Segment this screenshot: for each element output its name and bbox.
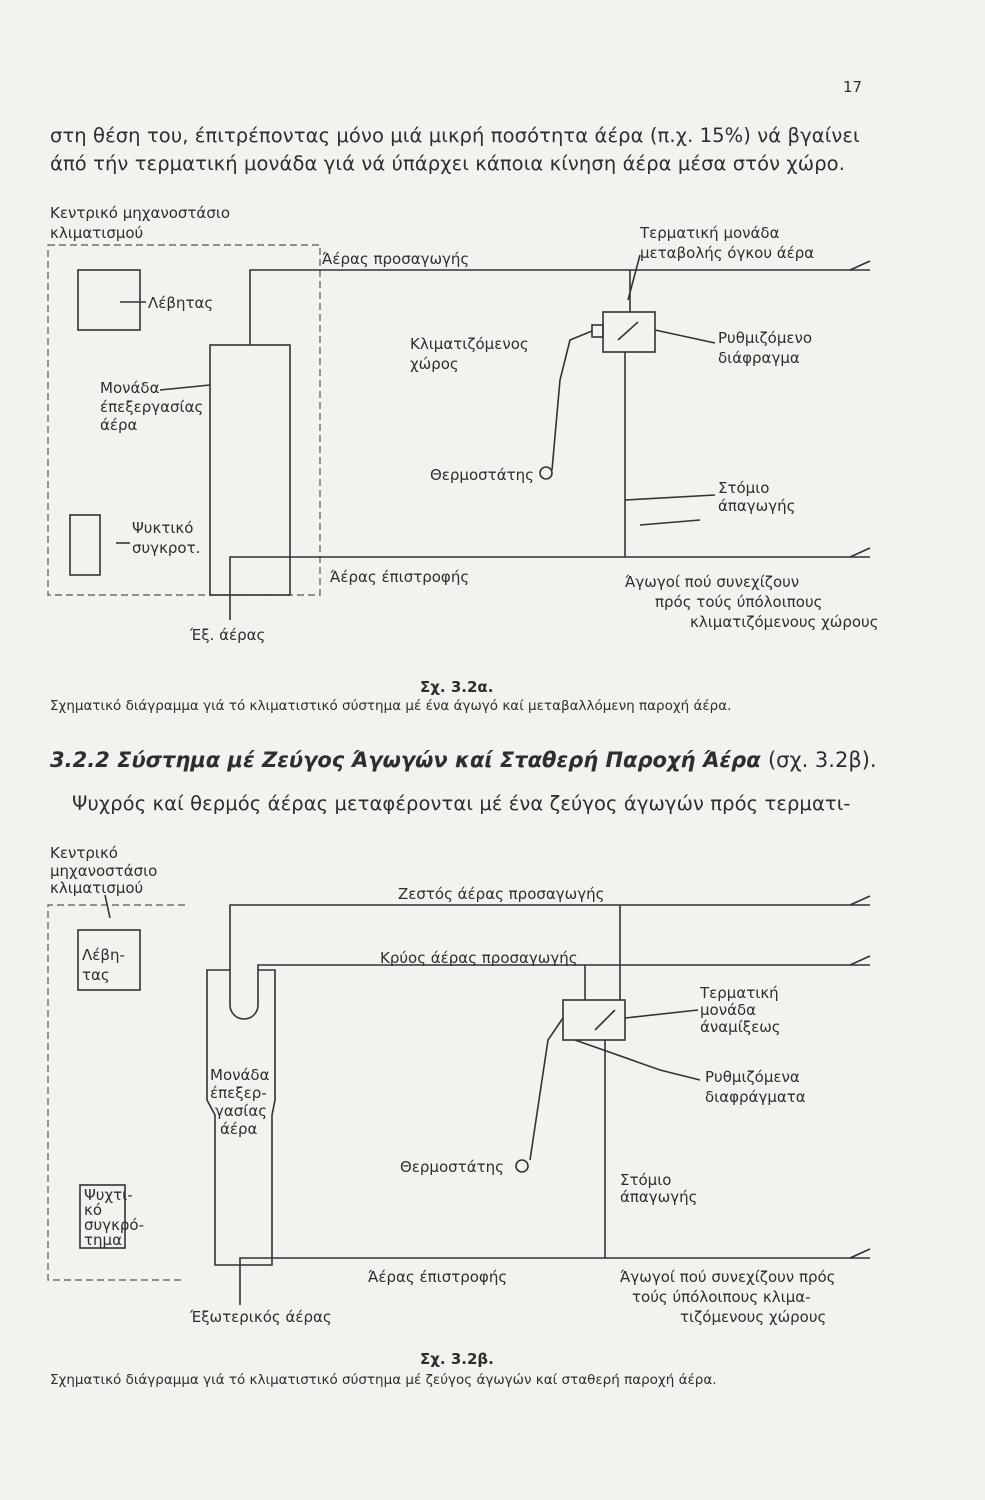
label-boiler: Λέβητας [148,294,213,312]
supply-duct [249,269,870,345]
return-duct [239,1257,870,1305]
label-dampers: διαφράγματα [705,1088,806,1106]
label-ducts: τούς ύπόλοιπους κλιμα- [632,1288,811,1306]
figure-caption: Σχηματικό διάγραμμα γιά τό κλιματιστικό … [50,1372,717,1388]
figure-number: Σχ. 3.2α. [420,678,494,696]
chiller-box [79,1184,126,1249]
label-central-plant: μηχανοστάσιο [50,862,157,880]
label-return-air: Άέρας έπιστροφής [368,1268,507,1286]
label-thermostat: Θερμοστάτης [400,1158,504,1176]
label-exhaust: Στόμιο [718,479,769,497]
label-ducts: Άγωγοί πού συνεχίζουν [625,573,799,591]
cold-supply-duct [257,964,870,970]
label-thermostat: Θερμοστάτης [430,466,534,484]
label-outside-air: Έξωτερικός άέρας [189,1308,332,1326]
label-chiller: συγκροτ. [132,539,200,557]
label-chiller: τημα [84,1231,122,1249]
section-heading: 3.2.2 Σύστημα μέ Ζεύγος Άγωγών καί Σταθε… [50,748,877,772]
label-boiler: τας [82,966,110,984]
label-central-plant: Κεντρικό [50,844,118,862]
terminal-unit-box [562,999,626,1041]
label-terminal-unit: μονάδα [700,1001,756,1019]
figure-caption: Σχηματικό διάγραμμα γιά τό κλιματιστικό … [50,698,732,714]
label-ahu: έπεξεργασίας [100,398,203,416]
label-ahu: άέρα [220,1120,258,1138]
label-ducts: πρός τούς ύπόλοιπους [655,593,822,611]
section-title: 3.2.2 Σύστημα μέ Ζεύγος Άγωγών καί Σταθε… [50,748,761,772]
label-ahu: Μονάδα [210,1066,270,1084]
label-damper: Ρυθμιζόμενο [718,329,812,347]
hot-supply-duct [229,904,870,970]
label-boiler: Λέβη- [82,946,125,964]
label-damper: διάφραγμα [718,349,800,367]
label-chiller: κό [84,1201,102,1219]
label-ahu: γασίας [215,1102,267,1120]
label-central-plant: κλιματισμού [50,879,143,897]
label-chiller: Ψυχτι- [84,1186,133,1204]
label-ahu: άέρα [100,416,138,434]
label-hot-supply: Ζεστός άέρας προσαγωγής [398,885,604,903]
terminal-unit-box [602,311,656,353]
label-terminal-unit: άναμίξεως [700,1018,781,1036]
label-exhaust: άπαγωγής [718,497,795,515]
return-duct [229,556,870,620]
chiller-box [69,514,101,576]
label-ducts: Άγωγοί πού συνεχίζουν πρός [620,1268,836,1286]
thermostat-icon [515,1159,529,1173]
label-ducts: κλιματιζόμενους χώρους [690,613,879,631]
label-return-air: Άέρας έπιστροφής [330,568,469,586]
paragraph-line: Ψυχρός καί θερμός άέρας μεταφέρονται μέ … [72,792,851,815]
label-outside-air: Έξ. άέρας [189,626,265,644]
label-supply-air: Άέρας προσαγωγής [322,250,469,268]
label-conditioned-space: Κλιματιζόμενος [410,335,529,353]
label-cold-supply: Κρύος άέρας προσαγωγής [380,949,578,967]
figure-3-2a-diagram: Κεντρικό μηχανοστάσιο κλιματισμού Λέβητα… [47,204,879,644]
label-exhaust: Στόμιο [620,1171,671,1189]
label-dampers: Ρυθμιζόμενα [705,1068,800,1086]
thermostat-icon [539,466,553,480]
label-terminal-unit: Τερματική [699,984,779,1002]
air-handling-unit-box [206,969,276,1266]
label-exhaust: άπαγωγής [620,1188,697,1206]
label-ducts: τιζόμενους χώρους [680,1308,826,1326]
label-terminal-unit: μεταβολής όγκου άέρα [640,244,814,262]
central-plant-boundary [47,904,185,1281]
section-ref: (σχ. 3.2β). [767,748,877,772]
label-terminal-unit: Τερματική μονάδα [639,224,780,242]
label-central-plant: κλιματισμού [50,224,143,242]
label-central-plant: Κεντρικό μηχανοστάσιο [50,204,230,222]
label-ahu: Μονάδα [100,379,160,397]
figure-number: Σχ. 3.2β. [420,1350,494,1368]
label-conditioned-space: χώρος [410,355,459,373]
label-chiller: Ψυκτικό [132,519,193,537]
page-number: 17 [843,78,863,96]
label-chiller: συγκρό- [84,1216,144,1234]
paragraph-line: άπό τήν τερματική μονάδα γιά νά ύπάρχει … [50,152,846,175]
label-ahu: έπεξερ- [210,1084,267,1102]
boiler-box [77,269,141,331]
paragraph-line: στη θέση του, έπιτρέποντας μόνο μιά μικρ… [50,124,860,147]
boiler-box [77,929,141,991]
central-plant-boundary [47,244,321,596]
